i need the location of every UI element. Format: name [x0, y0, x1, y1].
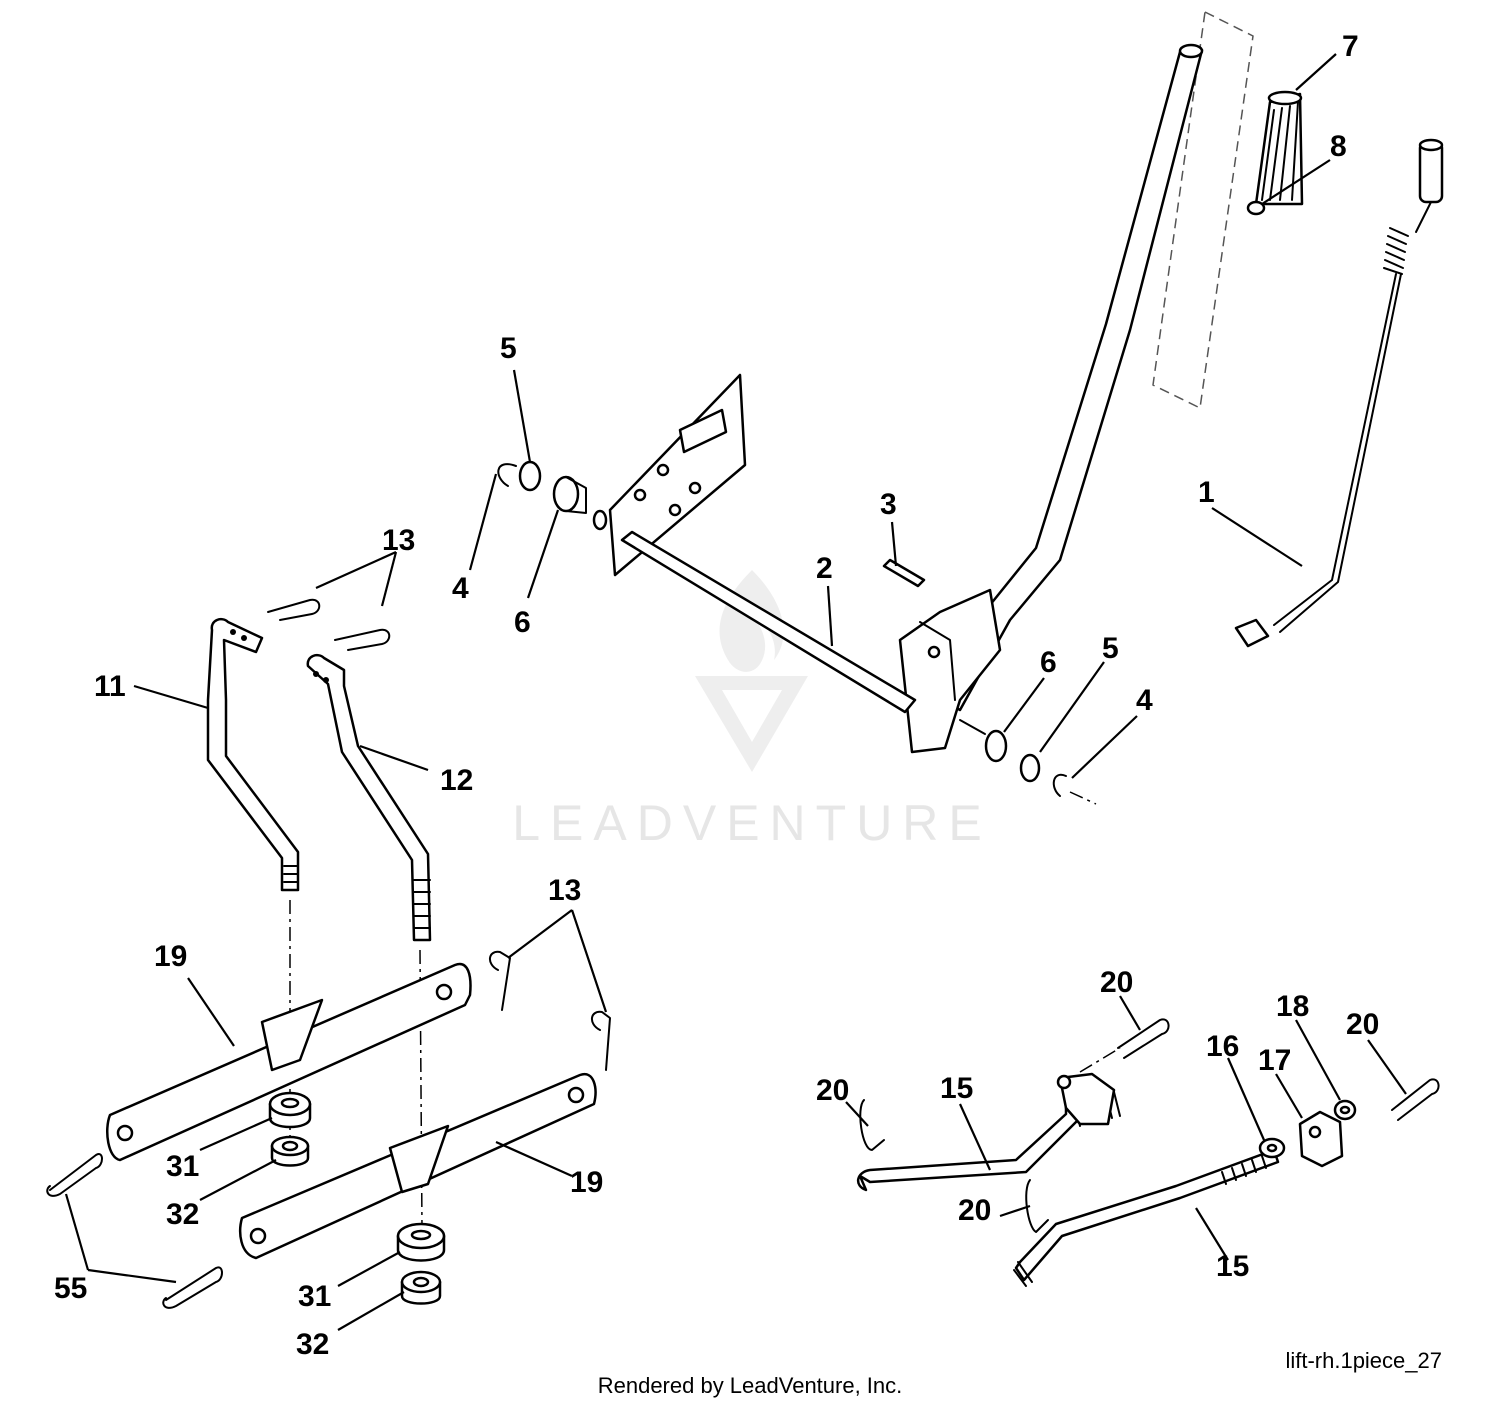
roll-pin-part-3 — [882, 558, 926, 588]
callout-5-left: 5 — [500, 332, 517, 365]
callout-13-upper: 13 — [382, 524, 415, 557]
callout-12: 12 — [440, 764, 473, 797]
lift-arm-lower-part-19 — [239, 1072, 597, 1260]
callout-7: 7 — [1342, 30, 1359, 63]
render-credit: Rendered by LeadVenture, Inc. — [598, 1373, 903, 1398]
shaft-part-2 — [592, 509, 917, 714]
callout-5-right: 5 — [1102, 632, 1119, 665]
diagram-id: lift-rh.1piece_27 — [1285, 1348, 1442, 1373]
callout-4-right: 4 — [1136, 684, 1153, 717]
callout-31-lower: 31 — [298, 1280, 331, 1313]
callout-20-top: 20 — [1100, 966, 1133, 999]
callout-8: 8 — [1330, 130, 1347, 163]
insert-part-8 — [1246, 200, 1266, 216]
lift-cable-part-1 — [1234, 138, 1444, 648]
lift-link-part-12 — [306, 654, 432, 942]
callout-13-lower: 13 — [548, 874, 581, 907]
callout-31-upper: 31 — [166, 1150, 199, 1183]
hairpin-clips-part-13 — [267, 598, 611, 1071]
watermark-text: LEADVENTURE — [512, 795, 992, 851]
callout-15-lower: 15 — [1216, 1250, 1249, 1283]
mounting-plate — [608, 373, 747, 577]
callout-18: 18 — [1276, 990, 1309, 1023]
spacer-part-31-lower — [396, 1222, 446, 1262]
spacer-part-31-upper — [268, 1091, 312, 1129]
callout-15-upper: 15 — [940, 1072, 973, 1105]
rod-alignment-line — [1079, 1047, 1121, 1073]
clips-part-55 — [46, 1153, 223, 1309]
adjust-rod-upper-part-15 — [857, 1072, 1121, 1192]
callout-20-mid: 20 — [958, 1194, 991, 1227]
lift-lever — [898, 43, 1204, 754]
callout-32-upper: 32 — [166, 1198, 199, 1231]
lift-arm-upper-part-19 — [106, 962, 472, 1162]
callout-4-left: 4 — [452, 572, 469, 605]
callout-labels: 1 2 3 4 4 5 5 6 6 7 8 11 12 13 13 19 19 … — [54, 30, 1379, 1361]
washer-part-16 — [1258, 1137, 1286, 1159]
lever-outline-dashed — [1152, 10, 1254, 410]
nut-part-32-upper — [270, 1135, 310, 1167]
grip-part-7 — [1254, 90, 1304, 206]
callout-32-lower: 32 — [296, 1328, 329, 1361]
callout-6-left: 6 — [514, 606, 531, 639]
callout-2: 2 — [816, 552, 833, 585]
callout-20-right: 20 — [1346, 1008, 1379, 1041]
block-part-17 — [1298, 1110, 1344, 1168]
callout-17: 17 — [1258, 1044, 1291, 1077]
watermark: LEADVENTURE — [512, 570, 992, 851]
callout-19-upper: 19 — [154, 940, 187, 973]
callout-11: 11 — [94, 670, 126, 703]
leader-lines — [64, 53, 1407, 1331]
callout-6-right: 6 — [1040, 646, 1057, 679]
callout-3: 3 — [880, 488, 897, 521]
nut-part-18 — [1333, 1099, 1357, 1121]
nut-part-32-lower — [400, 1270, 442, 1305]
callout-20-left: 20 — [816, 1074, 849, 1107]
left-shaft-hardware — [497, 460, 587, 514]
watermark-v-logo-icon — [695, 676, 808, 772]
callout-19-lower: 19 — [570, 1166, 603, 1199]
right-shaft-hardware — [959, 719, 1097, 805]
lift-link-part-11 — [206, 618, 300, 892]
clips-part-20 — [859, 1018, 1440, 1233]
callout-1: 1 — [1198, 476, 1215, 509]
callout-16: 16 — [1206, 1030, 1239, 1063]
callout-55: 55 — [54, 1272, 87, 1305]
